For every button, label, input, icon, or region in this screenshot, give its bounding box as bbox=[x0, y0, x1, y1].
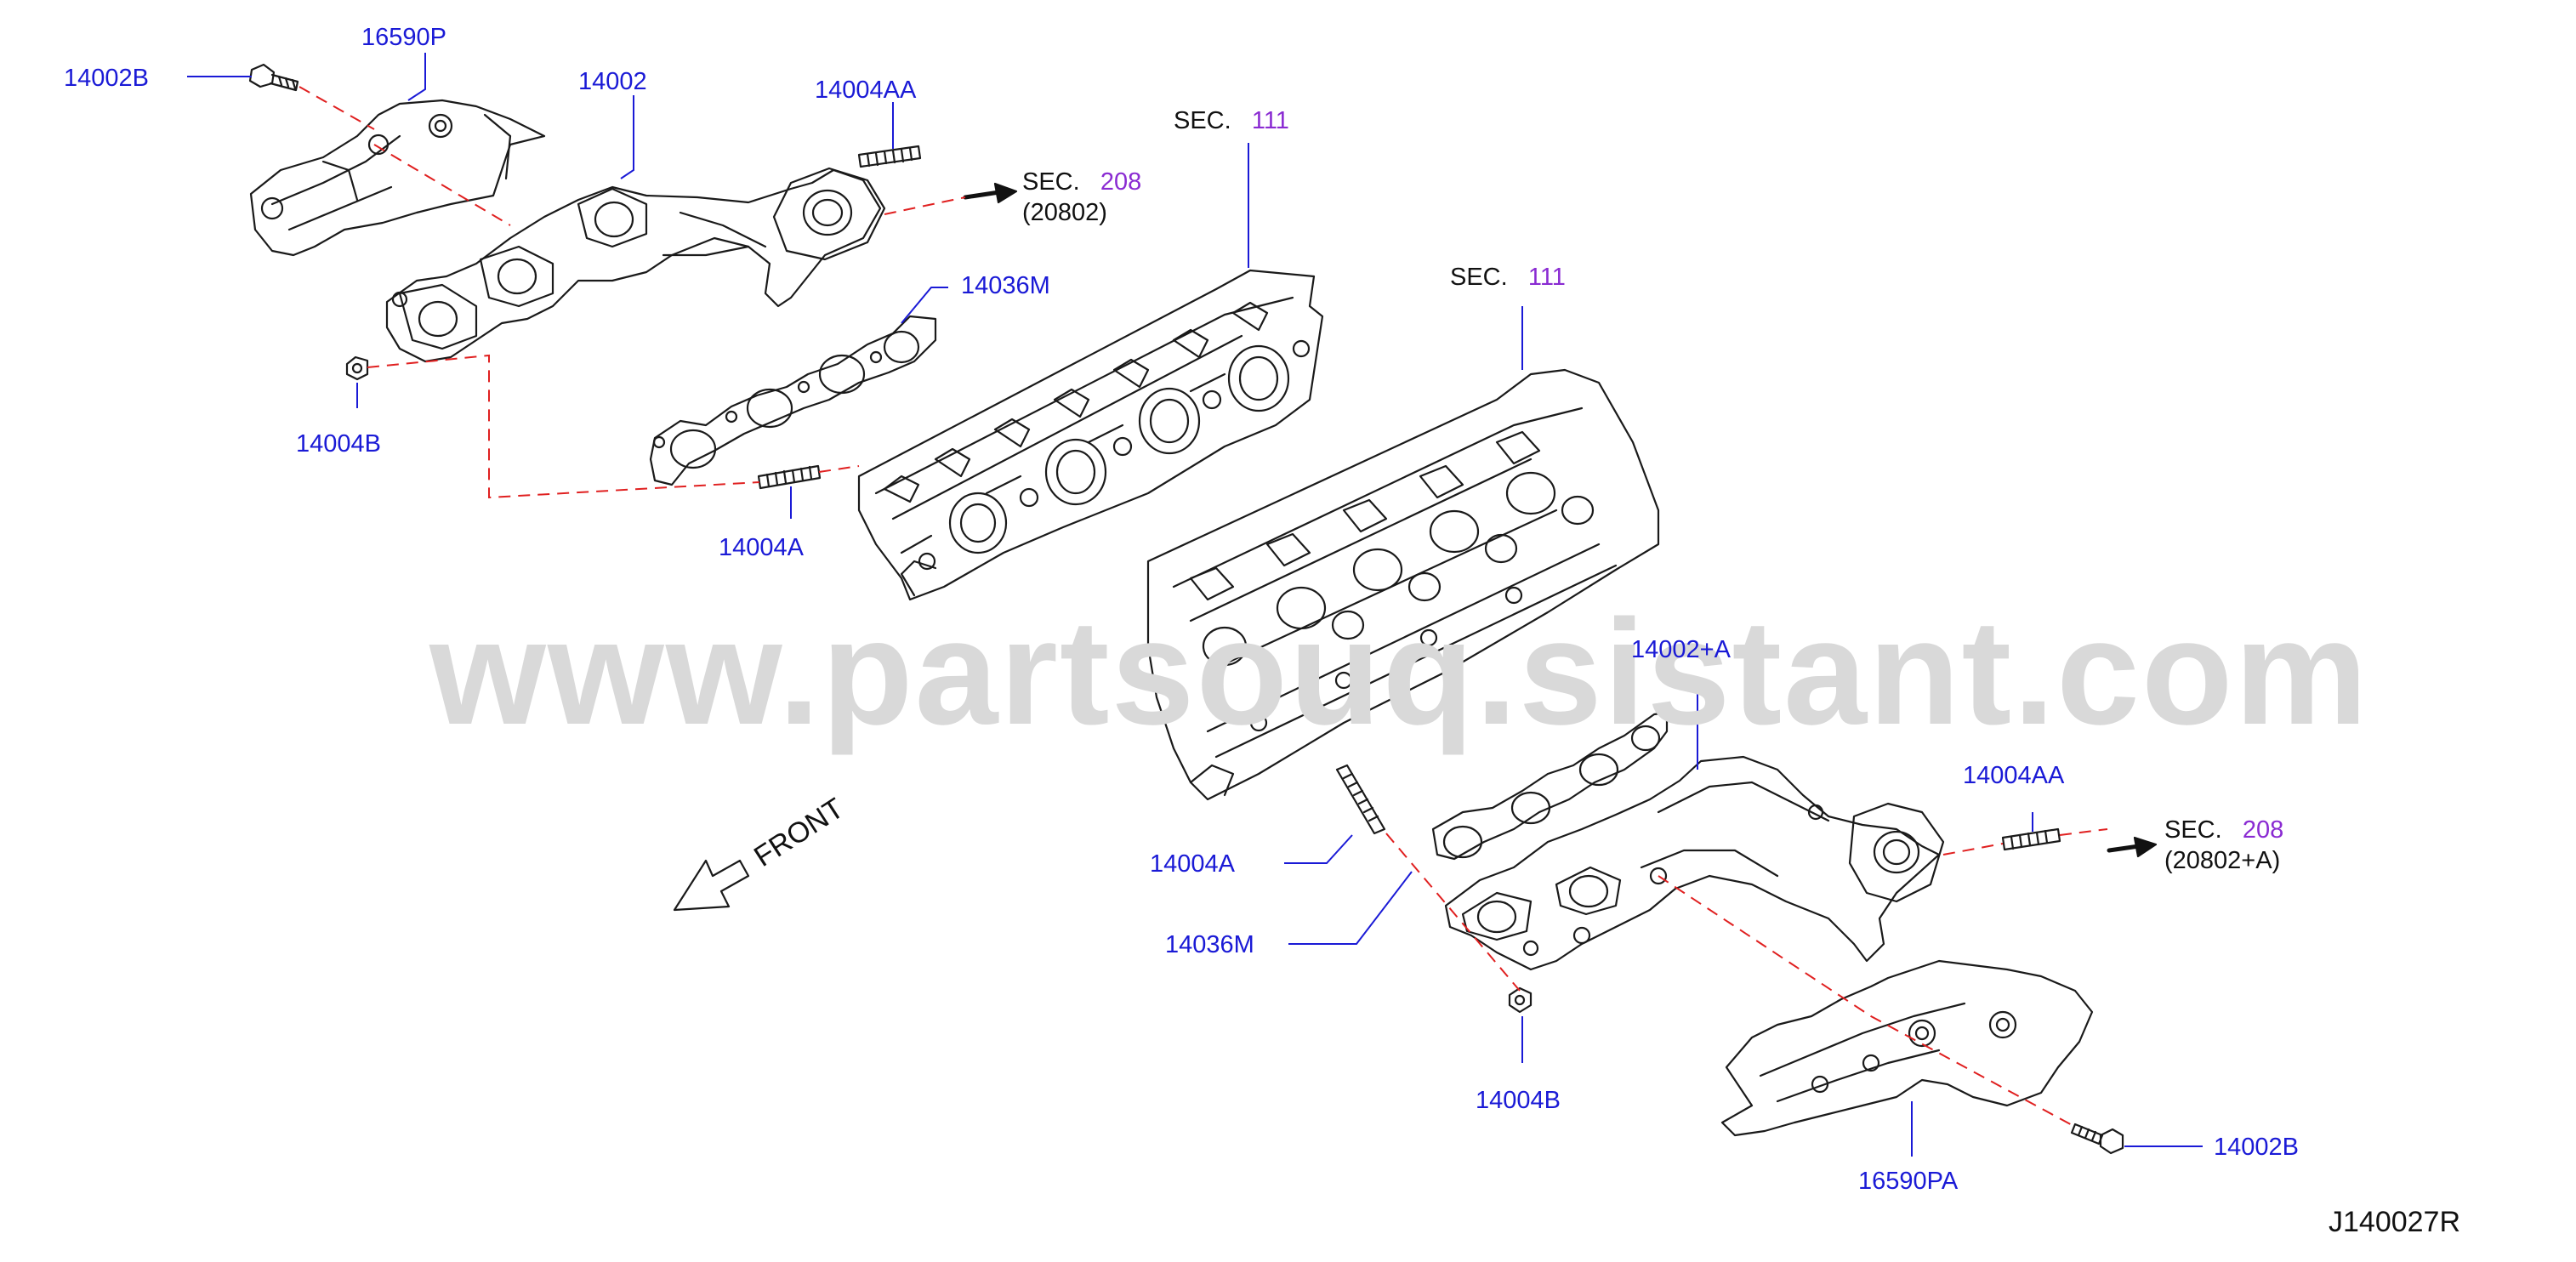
sec-label-111-left: SEC. 111 bbox=[1174, 107, 1289, 134]
heat-shield-16590PA bbox=[1720, 959, 2094, 1137]
watermark: www.partsouq.sistant.com bbox=[429, 589, 2369, 756]
leader-lines bbox=[187, 53, 2203, 1157]
assembly-lines bbox=[299, 86, 2108, 1128]
sec-number-111-left: 111 bbox=[1251, 107, 1289, 134]
arrow-to-sec208-bottom bbox=[2107, 844, 2141, 853]
diagram-code: J140027R bbox=[2329, 1206, 2461, 1238]
cylinder-head-right bbox=[1146, 368, 1660, 801]
label-14036M-top: 14036M bbox=[961, 272, 1050, 299]
sec-number-208-top: 208 bbox=[1100, 168, 1142, 196]
label-16590P: 16590P bbox=[361, 24, 446, 51]
exhaust-manifold-14002A bbox=[1444, 755, 1945, 971]
gasket-14036M-top bbox=[649, 315, 937, 486]
bolt-14002B-bottom bbox=[2070, 1123, 2124, 1155]
label-16590PA: 16590PA bbox=[1858, 1168, 1959, 1195]
stud-14004AA-bottom bbox=[2001, 827, 2061, 851]
sec-number-208-bottom: 208 bbox=[2242, 816, 2284, 844]
label-14004A-bottom: 14004A bbox=[1150, 850, 1235, 878]
front-arrow-icon bbox=[673, 859, 750, 912]
nut-14004B-top bbox=[345, 355, 369, 381]
label-14004AA-top: 14004AA bbox=[815, 77, 917, 104]
label-14036M-bottom: 14036M bbox=[1165, 931, 1254, 958]
label-14004B-bottom: 14004B bbox=[1476, 1087, 1561, 1114]
bolt-14002B-top bbox=[248, 63, 299, 92]
sec-ref-20802: (20802) bbox=[1022, 199, 1107, 226]
label-14004A-top: 14004A bbox=[719, 534, 804, 561]
sec-ref-20802A: (20802+A) bbox=[2164, 847, 2281, 874]
label-14002A: 14002+A bbox=[1631, 636, 1731, 663]
heat-shield-16590P bbox=[249, 99, 546, 257]
stud-14004A-top bbox=[757, 464, 822, 490]
label-14002B-top: 14002B bbox=[64, 65, 149, 92]
label-14004B-top: 14004B bbox=[296, 430, 381, 458]
gasket-14036M-bottom bbox=[1431, 711, 1669, 861]
cylinder-head-left bbox=[857, 269, 1324, 601]
label-14004AA-bottom: 14004AA bbox=[1963, 762, 2065, 789]
arrow-to-sec208-bottom-head bbox=[2133, 836, 2158, 858]
arrow-to-sec208-top bbox=[963, 190, 1002, 200]
sec-label-208-top: SEC. 208 bbox=[1022, 168, 1142, 196]
sec-number-111-right: 111 bbox=[1527, 264, 1566, 291]
label-14002: 14002 bbox=[578, 68, 647, 95]
nut-14004B-bottom bbox=[1508, 986, 1533, 1014]
stud-14004AA-top bbox=[857, 145, 922, 168]
arrow-to-sec208-top-head bbox=[993, 182, 1018, 204]
label-14002B-bottom: 14002B bbox=[2214, 1134, 2299, 1161]
stud-14004A-bottom bbox=[1335, 764, 1386, 835]
sec-label-208-bottom: SEC. 208 bbox=[2164, 816, 2284, 844]
sec-label-111-right: SEC. 111 bbox=[1450, 264, 1566, 291]
exhaust-manifold-14002 bbox=[385, 167, 886, 363]
